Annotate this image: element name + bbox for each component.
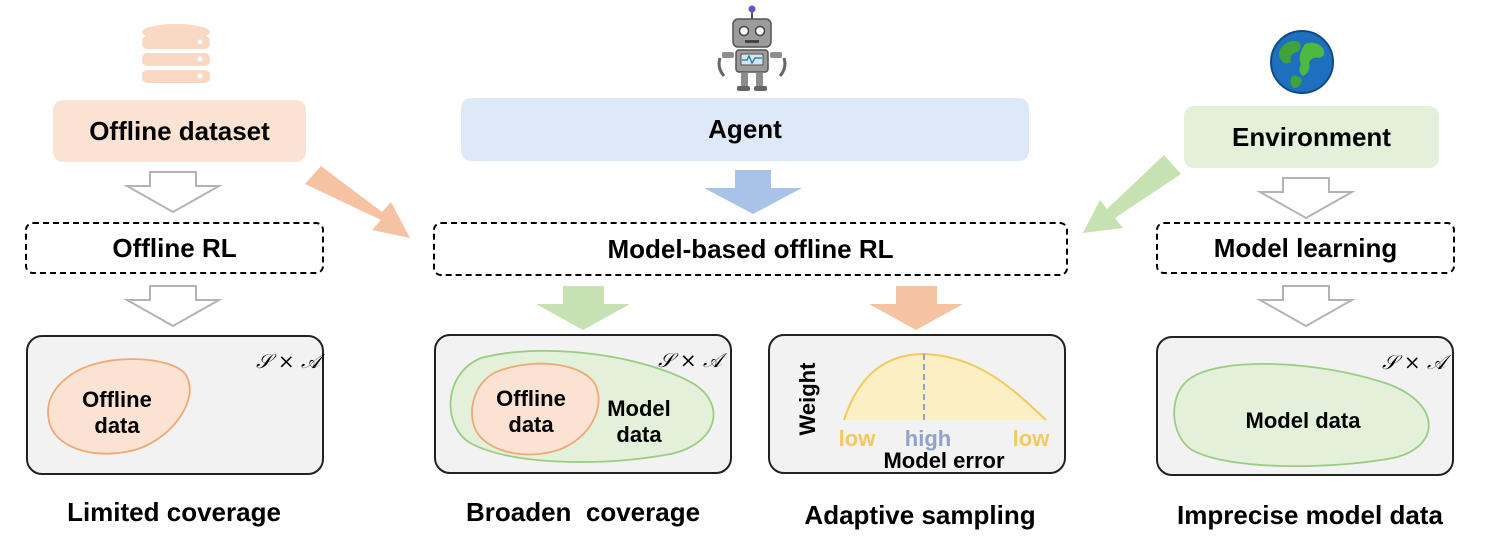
model-learning-label: Model learning xyxy=(1213,232,1398,263)
low-right-label: low xyxy=(1012,426,1050,451)
model-based-offline-rl-label: Model-based offline RL xyxy=(607,233,894,264)
model-data-label: Model data xyxy=(607,396,671,447)
state-action-space-label: 𝒮 × 𝒜 xyxy=(256,349,320,373)
offline-dataset-label: Offline dataset xyxy=(89,115,270,146)
agent-box: Agent xyxy=(461,98,1029,161)
environment-label: Environment xyxy=(1232,121,1391,152)
adaptive-sampling-caption: Adaptive sampling xyxy=(804,500,1036,530)
agent-label: Agent xyxy=(708,114,782,144)
down-arrow xyxy=(1256,177,1356,220)
environment-box: Environment xyxy=(1184,106,1439,168)
globe-icon xyxy=(1270,30,1334,94)
imprecise-model-data-caption: Imprecise model data xyxy=(1177,500,1443,530)
offline-to-model-arrow xyxy=(305,166,410,238)
model-learning-box: Model learning xyxy=(1156,222,1455,274)
robot-icon xyxy=(717,5,787,91)
offline-data-label: Offline data xyxy=(82,387,152,438)
high-label: high xyxy=(904,426,952,451)
offline-data-label: Offline data xyxy=(496,386,566,437)
adaptive-sampling-panel: Weight low high low Model error xyxy=(768,334,1066,474)
limited-coverage-caption: Limited coverage xyxy=(67,497,281,527)
offline-dataset-box: Offline dataset xyxy=(53,100,306,162)
model-error-axis-label: Model error xyxy=(883,448,1005,473)
broaden-coverage-panel: 𝒮 × 𝒜 Offline data Model data xyxy=(434,334,732,474)
down-arrow xyxy=(123,285,223,328)
down-arrow xyxy=(1256,285,1356,328)
state-action-space-label: 𝒮 × 𝒜 xyxy=(1382,350,1446,374)
model-data-region xyxy=(1173,362,1430,468)
green-down-arrow xyxy=(536,286,630,330)
agent-down-arrow xyxy=(704,170,802,214)
offline-data-region xyxy=(47,358,191,455)
weight-axis-label: Weight xyxy=(795,362,820,436)
broaden-coverage-caption: Broaden coverage xyxy=(465,497,701,527)
down-arrow xyxy=(123,171,223,214)
offline-rl-box: Offline RL xyxy=(25,222,324,274)
broaden-regions xyxy=(449,349,715,463)
limited-coverage-panel: 𝒮 × 𝒜 Offline data xyxy=(26,335,324,475)
imprecise-model-data-panel: 𝒮 × 𝒜 Model data xyxy=(1156,336,1454,476)
gray-arrows xyxy=(123,171,1356,328)
database-icon xyxy=(142,24,210,83)
orange-down-arrow xyxy=(869,286,963,330)
low-left-label: low xyxy=(838,426,876,451)
state-action-space-label: 𝒮 × 𝒜 xyxy=(658,348,722,372)
offline-rl-label: Offline RL xyxy=(112,232,237,263)
weight-curve-chart xyxy=(843,352,1047,422)
model-based-offline-rl-box: Model-based offline RL xyxy=(433,222,1068,276)
env-to-model-arrow xyxy=(1083,155,1181,233)
model-data-label: Model data xyxy=(1245,408,1361,433)
